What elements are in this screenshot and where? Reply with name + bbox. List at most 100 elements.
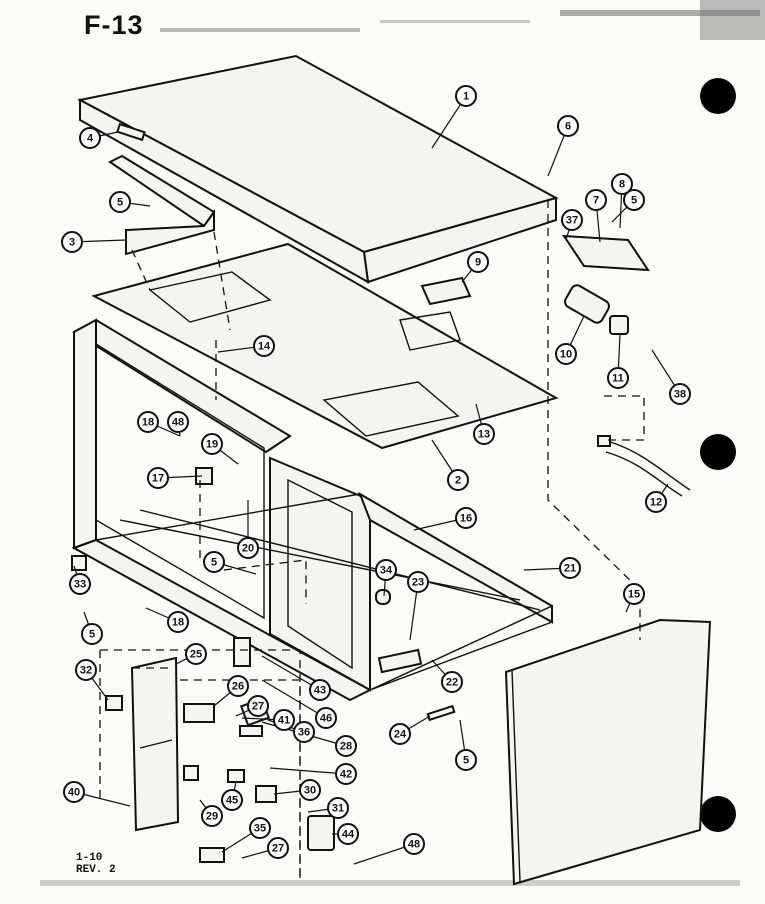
callout-circle <box>559 557 581 579</box>
callout-number: 18 <box>142 417 154 429</box>
callout-number: 19 <box>206 439 218 451</box>
callout-35: 35 <box>249 817 271 839</box>
callout-circle <box>201 433 223 455</box>
callout-circle <box>557 115 579 137</box>
callout-circle <box>337 823 359 845</box>
callout-number: 5 <box>631 195 637 207</box>
callout-circle <box>645 491 667 513</box>
callout-circle <box>623 583 645 605</box>
callout-number: 34 <box>380 565 393 577</box>
callout-5: 5 <box>455 749 477 771</box>
callout-4: 4 <box>79 127 101 149</box>
callout-circle <box>455 749 477 771</box>
callout-number: 5 <box>117 197 123 209</box>
callout-circle <box>201 805 223 827</box>
callout-circle <box>389 723 411 745</box>
callout-circle <box>69 573 91 595</box>
callout-20: 20 <box>237 537 259 559</box>
callout-27: 27 <box>247 695 269 717</box>
callout-13: 13 <box>473 423 495 445</box>
callout-number: 12 <box>650 497 662 509</box>
callout-number: 46 <box>320 713 332 725</box>
punch-hole-middle <box>700 434 736 470</box>
part-rail-bracket <box>562 234 650 272</box>
callout-circle <box>147 467 169 489</box>
callout-18: 18 <box>167 611 189 633</box>
callout-circle <box>227 675 249 697</box>
callout-5: 5 <box>81 623 103 645</box>
callout-circle <box>293 721 315 743</box>
part-top-plate <box>91 242 559 450</box>
callout-circle <box>441 671 463 693</box>
callout-circle <box>167 611 189 633</box>
callout-number: 25 <box>190 649 202 661</box>
callout-number: 7 <box>593 195 599 207</box>
part-side-panel <box>504 618 712 886</box>
callout-38: 38 <box>669 383 691 405</box>
callout-circle <box>611 173 633 195</box>
callout-48: 48 <box>167 411 189 433</box>
part-wire-harness <box>597 435 691 497</box>
callout-number: 15 <box>628 589 640 601</box>
callout-45: 45 <box>221 789 243 811</box>
callout-circle <box>555 343 577 365</box>
callout-circle <box>299 779 321 801</box>
punch-hole-top <box>700 78 736 114</box>
part-vertical-bracket <box>130 656 180 832</box>
callout-circle <box>185 643 207 665</box>
callout-number: 27 <box>252 701 264 713</box>
callout-circle <box>79 127 101 149</box>
callout-number: 43 <box>314 685 326 697</box>
part-strip <box>420 276 472 306</box>
part-bracket <box>108 154 216 256</box>
part-side-panel-edge <box>505 669 521 885</box>
callout-circle <box>561 209 583 231</box>
callout-circle <box>607 367 629 389</box>
callout-27: 27 <box>267 837 289 859</box>
callout-18: 18 <box>137 411 159 433</box>
callout-number: 31 <box>332 803 344 815</box>
scan-noise <box>40 0 765 886</box>
callout-5: 5 <box>203 551 225 573</box>
callout-circle <box>247 695 269 717</box>
callout-circle <box>309 679 331 701</box>
callout-number: 22 <box>446 677 458 689</box>
callout-number: 3 <box>69 237 75 249</box>
part-main-frame <box>71 318 553 702</box>
callout-number: 17 <box>152 473 164 485</box>
revision-number: REV. 2 <box>76 864 116 876</box>
callout-41: 41 <box>273 709 295 731</box>
callout-circle <box>109 191 131 213</box>
callout-33: 33 <box>69 573 91 595</box>
callout-24: 24 <box>389 723 411 745</box>
callout-number: 5 <box>211 557 217 569</box>
callout-circle <box>407 571 429 593</box>
callout-circle <box>63 781 85 803</box>
callout-circle <box>623 189 645 211</box>
callout-23: 23 <box>407 571 429 593</box>
callout-number: 32 <box>80 665 92 677</box>
callout-circle <box>473 423 495 445</box>
callout-42: 42 <box>335 763 357 785</box>
alignment-lines <box>99 200 645 880</box>
callout-number: 24 <box>394 729 407 741</box>
callout-11: 11 <box>607 367 629 389</box>
callout-number: 40 <box>68 787 80 799</box>
callout-circle <box>335 763 357 785</box>
callout-48: 48 <box>403 833 425 855</box>
callout-number: 37 <box>566 215 578 227</box>
callout-circle <box>335 735 357 757</box>
callout-9: 9 <box>467 251 489 273</box>
callout-circle <box>585 189 607 211</box>
callout-number: 8 <box>619 179 625 191</box>
callout-2: 2 <box>447 469 469 491</box>
callout-number: 41 <box>278 715 290 727</box>
callout-46: 46 <box>315 707 337 729</box>
callout-number: 33 <box>74 579 86 591</box>
callout-43: 43 <box>309 679 331 701</box>
callout-number: 23 <box>412 577 424 589</box>
callout-number: 36 <box>298 727 310 739</box>
callouts: 1234555556789101112131415161718181920212… <box>61 85 691 859</box>
